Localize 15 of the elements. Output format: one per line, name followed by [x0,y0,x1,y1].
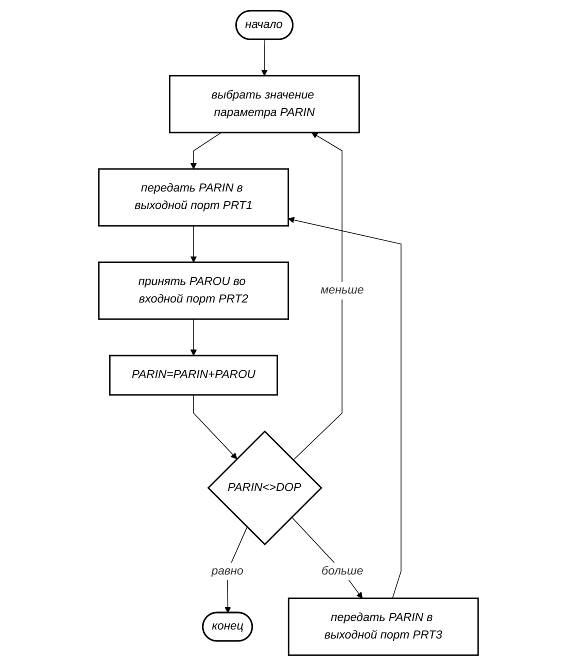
node-box: передать PARIN в выходной порт PRT3 [287,598,478,656]
edge-label: меньше [320,284,364,297]
node-box: принять PAROU во входной порт PRT2 [98,262,289,320]
arrow [190,225,196,263]
edge-label: равно [210,564,243,578]
node-box: выбрать значение параметра PARIN [168,74,360,134]
arrow [192,394,237,460]
arrow [190,318,196,356]
arrow [260,39,268,76]
node-diamond: PARIN<>DOP [206,430,322,546]
arrow [190,132,222,170]
node-box: PARIN=PARIN+PAROU [108,354,278,396]
arrow [292,132,342,460]
edge-label: больше [321,564,363,578]
node-box: передать PARIN в выходной порт PRT1 [98,168,289,227]
